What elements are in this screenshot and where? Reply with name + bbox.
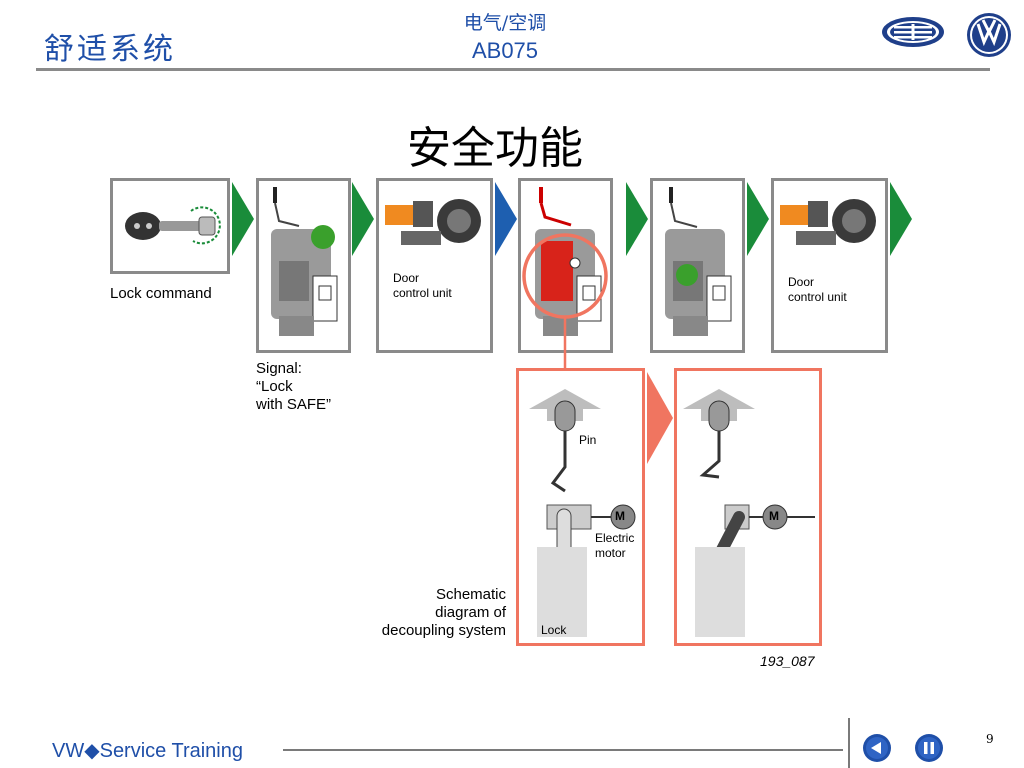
figure-id: 193_087 [760,653,815,669]
transition-arrow-icon [647,372,673,464]
pause-button[interactable] [914,733,944,763]
vw-logo-icon [967,13,1011,57]
decoupling-schematic-icon [529,389,636,637]
decoupling-schematic-icon [683,389,815,637]
lock-mechanism-icon [271,187,338,336]
section-title: 舒适系统 [44,32,176,67]
door-control-unit-label-2: Door control unit [788,275,847,304]
electric-motor-label: Electric motor [595,531,635,560]
lock-mechanism-active-icon [535,187,602,336]
pause-icon [915,734,943,762]
flow-arrow [352,182,374,256]
lock-label: Lock [541,623,567,637]
door-control-unit-icon [780,199,876,245]
footer-brand: VW◆Service Training [52,740,243,762]
door-control-unit-panel-2: Door control unit [771,178,888,353]
header-subtitle: 电气/空调 [463,12,547,34]
lock-mechanism-panel-2 [518,178,613,353]
schematic-decoupled: M [674,368,822,646]
slide-title: 安全功能 [407,123,583,174]
key-icon [125,206,221,245]
lock-mechanism-panel-3 [650,178,745,353]
footer-separator [848,718,850,768]
flow-arrow [495,182,517,256]
lock-mechanism-icon [665,187,732,336]
door-control-unit-panel-1: Door control unit [376,178,493,353]
motor-symbol: M [769,509,779,523]
header-code: AB075 [471,38,539,63]
pin-label: Pin [579,433,597,447]
flow-arrow [626,182,648,256]
lock-command-label: Lock command [110,285,212,302]
flow-arrow [890,182,912,256]
footer-divider [283,749,843,751]
prev-button[interactable] [862,733,892,763]
schematic-caption: Schematic diagram of decoupling system [381,586,506,639]
door-control-unit-icon [385,199,481,245]
motor-symbol: M [615,509,625,523]
prev-icon [863,734,891,762]
header-divider [36,68,990,71]
lock-command-panel [110,178,230,274]
schematic-engaged: Pin M Electric motor Lock [516,368,645,646]
signal-label: Signal: “Lock with SAFE” [256,360,332,413]
door-control-unit-label-1: Door control unit [393,271,452,300]
flow-arrow [232,182,254,256]
faw-logo-icon [882,17,944,47]
highlight-callout [522,233,608,368]
page-number: 9 [986,732,994,746]
flow-arrow [747,182,769,256]
lock-mechanism-panel-1 [256,178,351,353]
